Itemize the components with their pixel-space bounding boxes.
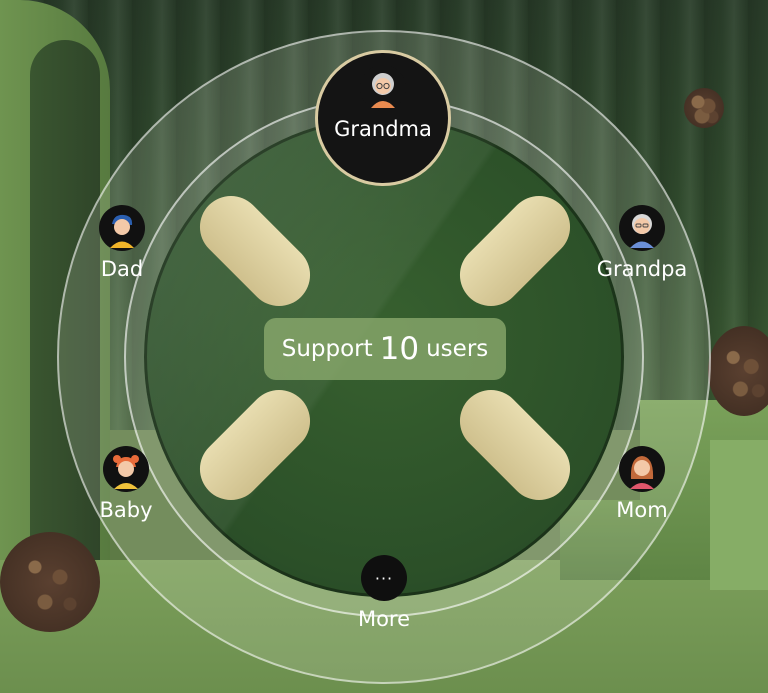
- pinecone-left: [0, 532, 100, 632]
- user-option-mom[interactable]: Mom: [602, 446, 682, 522]
- more-users-button[interactable]: ··· More: [334, 555, 434, 631]
- support-suffix: users: [426, 336, 489, 362]
- user-label-more: More: [357, 607, 411, 631]
- baby-avatar-icon: [103, 446, 149, 492]
- user-label-baby: Baby: [99, 498, 153, 522]
- user-option-baby[interactable]: Baby: [86, 446, 166, 522]
- more-dots-icon: ···: [361, 555, 407, 601]
- pinecone-right: [708, 326, 768, 416]
- user-label-dad: Dad: [100, 257, 144, 281]
- user-option-grandma-selected[interactable]: Grandma: [315, 50, 451, 186]
- user-label-grandma: Grandma: [334, 117, 432, 141]
- pinecone-top: [684, 88, 724, 128]
- support-users-badge: Support 10 users: [264, 318, 506, 380]
- user-label-mom: Mom: [616, 498, 668, 522]
- dad-avatar-icon: [99, 205, 145, 251]
- user-option-dad[interactable]: Dad: [82, 205, 162, 281]
- user-label-grandpa: Grandpa: [596, 257, 688, 281]
- support-count: 10: [379, 331, 420, 367]
- support-prefix: Support: [281, 336, 373, 362]
- grandma-avatar-icon: [360, 65, 406, 111]
- mom-avatar-icon: [619, 446, 665, 492]
- background-block-top: [710, 440, 768, 590]
- grandpa-avatar-icon: [619, 205, 665, 251]
- user-option-grandpa[interactable]: Grandpa: [582, 205, 702, 281]
